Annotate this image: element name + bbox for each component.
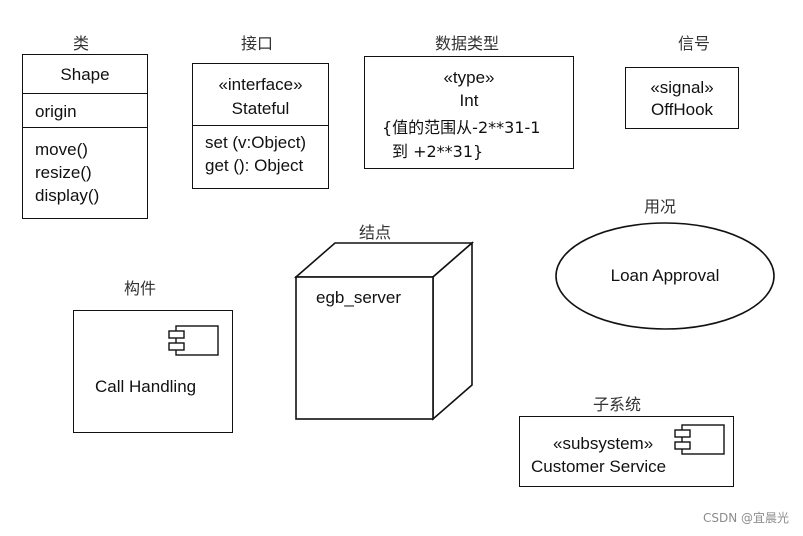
class-operation: display() bbox=[35, 186, 100, 205]
interface-caption: 接口 bbox=[241, 34, 274, 53]
component-name: Call Handling bbox=[95, 377, 197, 396]
datatype-name: Int bbox=[459, 91, 479, 110]
watermark: CSDN @宜晨光 bbox=[702, 511, 789, 525]
node-caption: 结点 bbox=[359, 223, 392, 242]
datatype-box: «type» Int {值的范围从-2**31-1 到 +2**31} bbox=[364, 56, 574, 169]
class-operation: resize() bbox=[35, 163, 92, 182]
datatype-constraint-line2: 到 +2**31} bbox=[392, 142, 484, 161]
interface-operation: get (): Object bbox=[205, 156, 304, 175]
signal-box: «signal» OffHook bbox=[625, 67, 739, 129]
subsystem-name: Customer Service bbox=[531, 457, 667, 476]
interface-divider bbox=[193, 125, 328, 126]
class-box: Shape origin move() resize() display() bbox=[22, 54, 148, 219]
datatype-caption: 数据类型 bbox=[435, 34, 500, 53]
signal-name: OffHook bbox=[650, 100, 714, 119]
class-caption: 类 bbox=[73, 34, 90, 53]
interface-stereotype: «interface» bbox=[218, 75, 303, 94]
signal-stereotype: «signal» bbox=[650, 78, 714, 97]
subsystem-stereotype: «subsystem» bbox=[553, 434, 654, 453]
class-divider-2 bbox=[23, 127, 147, 128]
interface-operation: set (v:Object) bbox=[205, 133, 307, 152]
component-caption: 构件 bbox=[124, 279, 157, 298]
class-attribute: origin bbox=[35, 102, 77, 121]
datatype-constraint-line1: {值的范围从-2**31-1 bbox=[382, 118, 541, 137]
class-operations: move() resize() display() bbox=[35, 138, 99, 207]
class-divider-1 bbox=[23, 93, 147, 94]
signal-caption: 信号 bbox=[678, 34, 711, 53]
usecase-caption: 用况 bbox=[644, 197, 677, 216]
usecase-name: Loan Approval bbox=[610, 266, 720, 285]
class-operation: move() bbox=[35, 140, 88, 159]
datatype-stereotype: «type» bbox=[443, 68, 495, 87]
interface-name: Stateful bbox=[231, 99, 290, 118]
class-name: Shape bbox=[60, 65, 110, 84]
node-name: egb_server bbox=[316, 288, 402, 307]
subsystem-caption: 子系统 bbox=[593, 395, 642, 414]
interface-box: «interface» Stateful set (v:Object) get … bbox=[192, 63, 329, 189]
interface-operations: set (v:Object) get (): Object bbox=[205, 131, 306, 177]
